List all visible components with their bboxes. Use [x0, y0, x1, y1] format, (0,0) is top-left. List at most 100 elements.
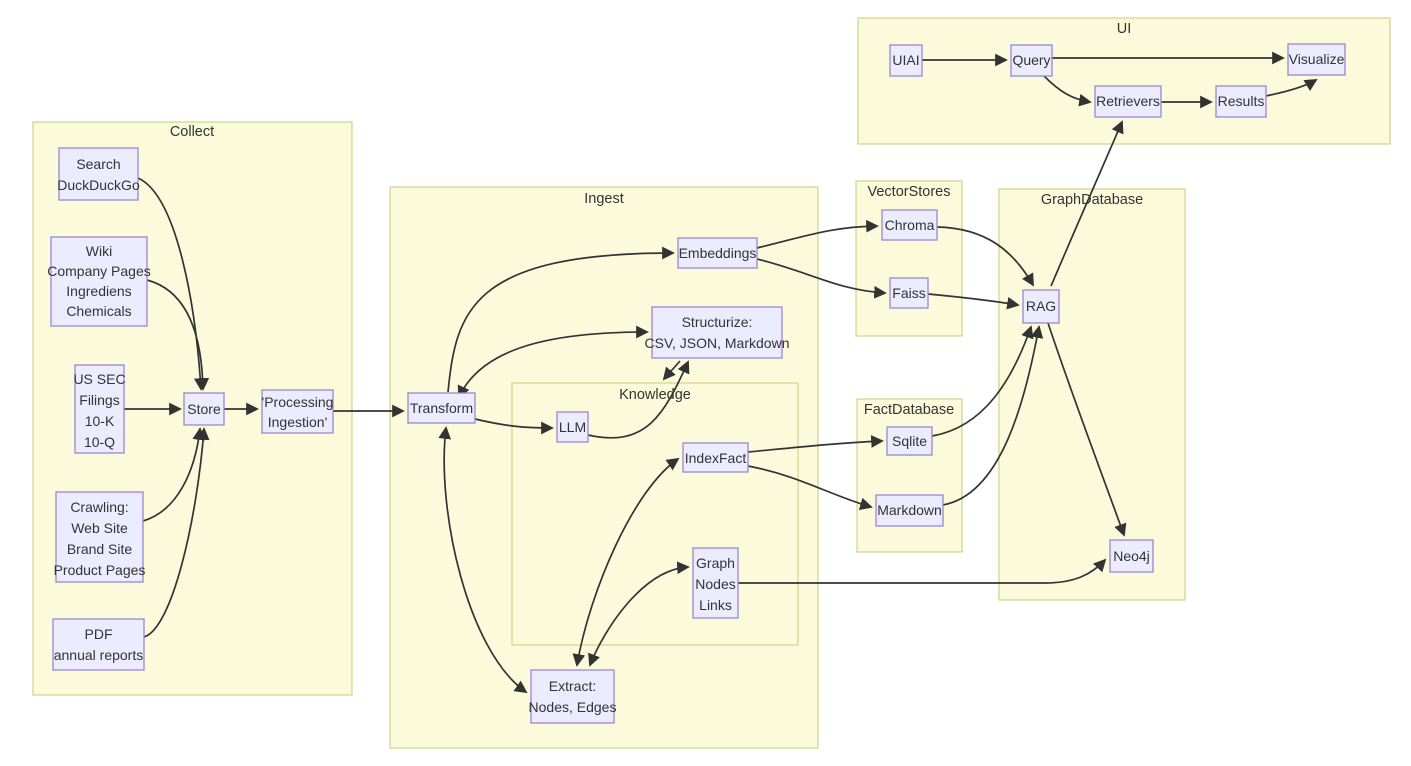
edge-extract-graph [588, 561, 690, 667]
node-visualize-label: Visualize [1289, 51, 1345, 67]
node-llm: LLM [556, 411, 589, 443]
node-wiki-label: Wiki [86, 243, 112, 259]
node-llm-box [556, 411, 589, 443]
subgraph-collect-label: Collect [170, 124, 214, 140]
node-store-label: Store [187, 401, 221, 417]
edge-transform-llm [474, 418, 554, 435]
node-pdf-box [52, 618, 145, 671]
edge-faiss-rag [927, 293, 1020, 310]
edge-indexfact-markdown [747, 465, 873, 511]
node-search: Search DuckDuckGo [57, 147, 140, 201]
subgraph-knowledge-label: Knowledge [619, 387, 691, 403]
node-chroma: Chroma [881, 209, 938, 241]
node-markdown-box [875, 494, 944, 527]
node-structurize-box [651, 306, 783, 359]
node-graph: Graph Nodes Links [692, 547, 739, 619]
node-indexfact-label: IndexFact [685, 450, 747, 466]
node-faiss-box [889, 277, 929, 309]
node-graph-label: Links [699, 597, 732, 613]
node-faiss: Faiss [889, 277, 929, 309]
node-neo4j-label: Neo4j [1113, 548, 1150, 564]
edge-markdown-rag [942, 325, 1044, 506]
subgraph-vectorstores-label: VectorStores [867, 184, 950, 200]
edge-rag-neo4j [1047, 322, 1127, 537]
node-graph-box [692, 547, 739, 619]
subgraph-graphdatabase: GraphDatabase [998, 188, 1186, 601]
node-neo4j: Neo4j [1109, 539, 1154, 573]
subgraph-vectorstores: VectorStores [855, 180, 963, 337]
node-crawling-box [55, 491, 144, 583]
node-visualize: Visualize [1287, 43, 1346, 76]
subgraph-vectorstores-box [855, 180, 963, 337]
node-structurize-label: CSV, JSON, Markdown [645, 335, 790, 351]
node-extract: Extract: Nodes, Edges [529, 669, 617, 724]
node-llm-label: LLM [559, 419, 586, 435]
edge-transform-extract [438, 426, 528, 694]
node-search-label: Search [76, 156, 120, 172]
node-query: Query [1010, 44, 1053, 77]
subgraph-factdatabase-box [856, 398, 963, 553]
node-store: Store [183, 392, 225, 426]
edges-layer [124, 51, 1318, 694]
node-chroma-box [881, 209, 938, 241]
subgraph-knowledge: Knowledge [511, 382, 799, 646]
node-crawling: Crawling: Web Site Brand Site Product Pa… [54, 491, 145, 583]
node-structurize: Structurize: CSV, JSON, Markdown [645, 306, 790, 359]
edge-indexfact-sqlite [747, 435, 884, 453]
node-wiki-label: Chemicals [66, 303, 131, 319]
node-extract-box [530, 669, 615, 724]
subgraph-ingest-label: Ingest [584, 191, 624, 207]
node-graph-label: Graph [696, 555, 735, 571]
edge-extract-indexfact [572, 457, 680, 667]
node-ussec-label: 10-Q [84, 434, 115, 450]
node-faiss-label: Faiss [892, 285, 925, 301]
node-search-label: DuckDuckGo [57, 177, 140, 193]
node-processing-box [261, 389, 334, 434]
node-wiki: Wiki Company Pages Ingrediens Chemicals [47, 236, 151, 327]
subgraph-graphdatabase-box [998, 188, 1186, 601]
node-crawling-label: Crawling: [70, 499, 128, 515]
node-extract-label: Nodes, Edges [529, 699, 617, 715]
subgraph-factdatabase: FactDatabase [856, 398, 963, 553]
node-store-box [183, 392, 225, 426]
node-crawling-label: Brand Site [67, 541, 133, 557]
edge-search-store [137, 177, 207, 391]
edge-structurize-knowledge [662, 360, 681, 381]
edge-crawling-store [142, 427, 206, 522]
node-chroma-label: Chroma [885, 217, 935, 233]
node-uiai-label: UIAI [892, 52, 919, 68]
node-wiki-label: Ingrediens [66, 283, 131, 299]
node-uiai: UIAI [889, 44, 923, 77]
node-retrievers-label: Retrievers [1096, 93, 1160, 109]
node-ussec-label: US SEC [73, 371, 125, 387]
node-embeddings-label: Embeddings [679, 245, 757, 261]
node-rag-box [1022, 289, 1060, 324]
node-rag-label: RAG [1026, 298, 1056, 314]
edge-wiki-store [146, 279, 210, 391]
subgraph-knowledge-box [511, 382, 799, 646]
node-query-box [1010, 44, 1053, 77]
node-transform-label: Transform [410, 400, 473, 416]
edge-rag-retrievers [1050, 120, 1124, 287]
node-sqlite: Sqlite [886, 426, 933, 456]
node-visualize-box [1287, 43, 1346, 76]
node-results: Results [1215, 85, 1267, 118]
node-rag: RAG [1022, 289, 1060, 324]
node-graph-label: Nodes [695, 576, 735, 592]
node-search-box [58, 147, 139, 201]
node-processing: 'Processing Ingestion' [261, 389, 334, 434]
node-neo4j-box [1109, 539, 1154, 573]
node-pdf-label: annual reports [54, 647, 144, 663]
node-markdown-label: Markdown [877, 502, 942, 518]
node-wiki-box [50, 236, 148, 327]
edge-embeddings-chroma [756, 219, 879, 249]
node-sqlite-label: Sqlite [892, 433, 927, 449]
node-processing-label: Ingestion' [268, 414, 328, 430]
node-retrievers-box [1094, 85, 1162, 118]
subgraph-ui-box [857, 17, 1391, 145]
node-pdf-label: PDF [85, 626, 113, 642]
node-indexfact-box [682, 442, 749, 473]
edge-llm-structurize [587, 360, 690, 439]
